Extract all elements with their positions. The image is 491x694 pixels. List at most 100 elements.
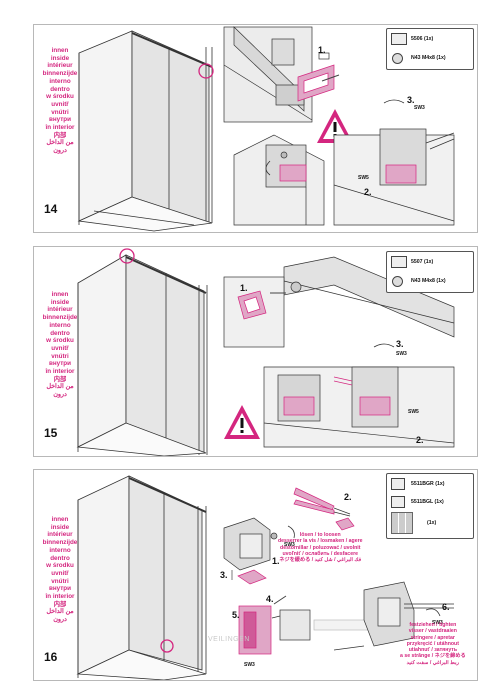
rail-detail-drawing <box>223 256 455 348</box>
step-number: 16 <box>44 650 58 664</box>
detail-highlight-circle <box>160 639 174 653</box>
lang-label: w środku <box>46 562 74 570</box>
instruction-line: stringere / apretar <box>410 634 455 641</box>
shower-enclosure-drawing <box>76 254 208 456</box>
lang-label: inside <box>50 298 70 306</box>
instruction-line: uvoľniť / ослабить / desfacere <box>282 550 358 557</box>
callout-6: 6. <box>442 602 450 612</box>
watermark: VEILINGEN <box>208 636 250 643</box>
lang-label: درون <box>53 616 67 624</box>
callout-1: 1. <box>240 283 248 293</box>
detail-highlight-circle <box>198 63 214 79</box>
inside-language-list: innen inside intérieur binnenzijde inter… <box>37 47 83 155</box>
wrench-size: SW5 <box>358 175 369 181</box>
roller-detail-drawing <box>223 26 335 123</box>
instruction-line: desserrer la vis / losmaken / agere <box>278 538 363 545</box>
stopper-detail-drawing <box>333 581 454 651</box>
instruction-line: festziehen / tighten <box>409 622 457 628</box>
callout-3: 3. <box>407 95 415 105</box>
bumper-block-drawing <box>223 517 278 585</box>
part-code: (1x) <box>427 520 437 526</box>
parts-box: 5511BGR (1x) 5511BGL (1x) (1x) <box>386 473 474 539</box>
rotate-arrow-icon <box>373 343 395 348</box>
wrench-size: SW3 <box>396 351 407 357</box>
pad-part-icon <box>335 517 355 531</box>
wrench-size: SW3 <box>284 542 295 548</box>
rotate-arrow-icon <box>265 160 271 176</box>
pad-sheet-icon <box>391 512 413 534</box>
lang-label: 内部 <box>53 600 67 608</box>
part-code: 5511BGR (1x) <box>411 481 445 487</box>
lang-label: innen <box>51 516 69 523</box>
part-code: N43 M4x8 (1x) <box>411 278 446 284</box>
rotate-arrow-icon <box>425 608 441 617</box>
instruction-line: lösen / to loosen <box>299 532 341 538</box>
wrench-size: SW5 <box>408 409 419 415</box>
lang-label: من الداخل <box>46 608 74 616</box>
lang-label: vnútri <box>51 352 69 360</box>
inside-language-list: innen inside intérieur binnenzijde inter… <box>37 516 83 624</box>
lang-label: intérieur <box>47 531 73 539</box>
instruction-line: ネジを緩める / فك البراغي / شل کنید <box>279 557 362 564</box>
shower-enclosure-drawing <box>77 30 213 232</box>
lang-label: interno <box>49 77 71 85</box>
lang-label: внутри <box>48 585 72 593</box>
connector-part-icon <box>391 33 407 45</box>
lang-label: binnenzijde <box>42 314 78 322</box>
step-number: 14 <box>44 202 58 216</box>
lang-label: w środku <box>46 93 74 101</box>
wrench-size: SW3 <box>414 105 425 111</box>
callout-1: 1. <box>318 45 326 55</box>
cap-assembly-drawing <box>238 605 405 655</box>
lang-label: w środku <box>46 337 74 345</box>
instruction-line: utiahnuť / затянуть <box>408 647 458 654</box>
parts-box: 5506 (1x) N43 M4x8 (1x) <box>386 28 474 70</box>
callout-2: 2. <box>344 492 352 502</box>
arrow-icon <box>273 595 287 605</box>
lang-label: innen <box>51 47 69 54</box>
lang-label: innen <box>51 291 69 298</box>
lang-label: من الداخل <box>46 383 74 391</box>
parts-box: 5507 (1x) N43 M4x8 (1x) <box>386 251 474 293</box>
lang-label: dentro <box>50 554 70 562</box>
lang-label: درون <box>53 147 67 155</box>
bracket-detail-lower <box>263 366 455 448</box>
step-16-panel: innen inside intérieur binnenzijde inter… <box>33 469 478 681</box>
lang-label: binnenzijde <box>42 539 78 547</box>
step-14-panel: innen inside intérieur binnenzijde inter… <box>33 24 478 233</box>
instruction-line: przykręcić / utáhnout <box>406 640 459 647</box>
lang-label: vnútri <box>51 577 69 585</box>
pliers-icon <box>293 487 351 517</box>
callout-4: 4. <box>266 594 274 604</box>
rotate-arrow-icon <box>287 525 295 539</box>
step-16-illustration <box>76 475 454 680</box>
lang-label: interno <box>49 321 71 329</box>
loosen-instruction-text: lösen / to loosen desserrer la vis / los… <box>278 532 363 563</box>
instruction-line: ربط البراغي / سفت كنيد <box>406 659 460 666</box>
callout-2: 2. <box>364 187 372 197</box>
step-14-illustration <box>77 26 455 232</box>
lang-label: внутри <box>48 116 72 124</box>
screw-icon <box>392 53 403 64</box>
lang-label: 内部 <box>53 375 67 383</box>
part-code: N43 M4x8 (1x) <box>411 55 446 61</box>
lang-label: vnútri <box>51 108 69 116</box>
inside-language-list: innen inside intérieur binnenzijde inter… <box>37 291 83 399</box>
wrench-size: SW3 <box>244 662 255 668</box>
step-15-panel: innen inside intérieur binnenzijde inter… <box>33 246 478 457</box>
lang-label: uvnitř <box>51 344 69 352</box>
lang-label: dentro <box>50 85 70 93</box>
callout-3: 3. <box>220 570 228 580</box>
lang-label: uvnitř <box>51 569 69 577</box>
lang-label: intérieur <box>47 62 73 70</box>
connector-part-icon <box>391 256 407 268</box>
lang-label: من الداخل <box>46 139 74 147</box>
screw-icon <box>392 276 403 287</box>
bracket-detail-right <box>333 128 455 226</box>
stopper-part-icon <box>391 478 405 490</box>
lang-label: uvnitř <box>51 100 69 108</box>
detail-highlight-circle <box>119 248 135 264</box>
step-15-illustration <box>76 248 455 456</box>
lang-label: dentro <box>50 329 70 337</box>
